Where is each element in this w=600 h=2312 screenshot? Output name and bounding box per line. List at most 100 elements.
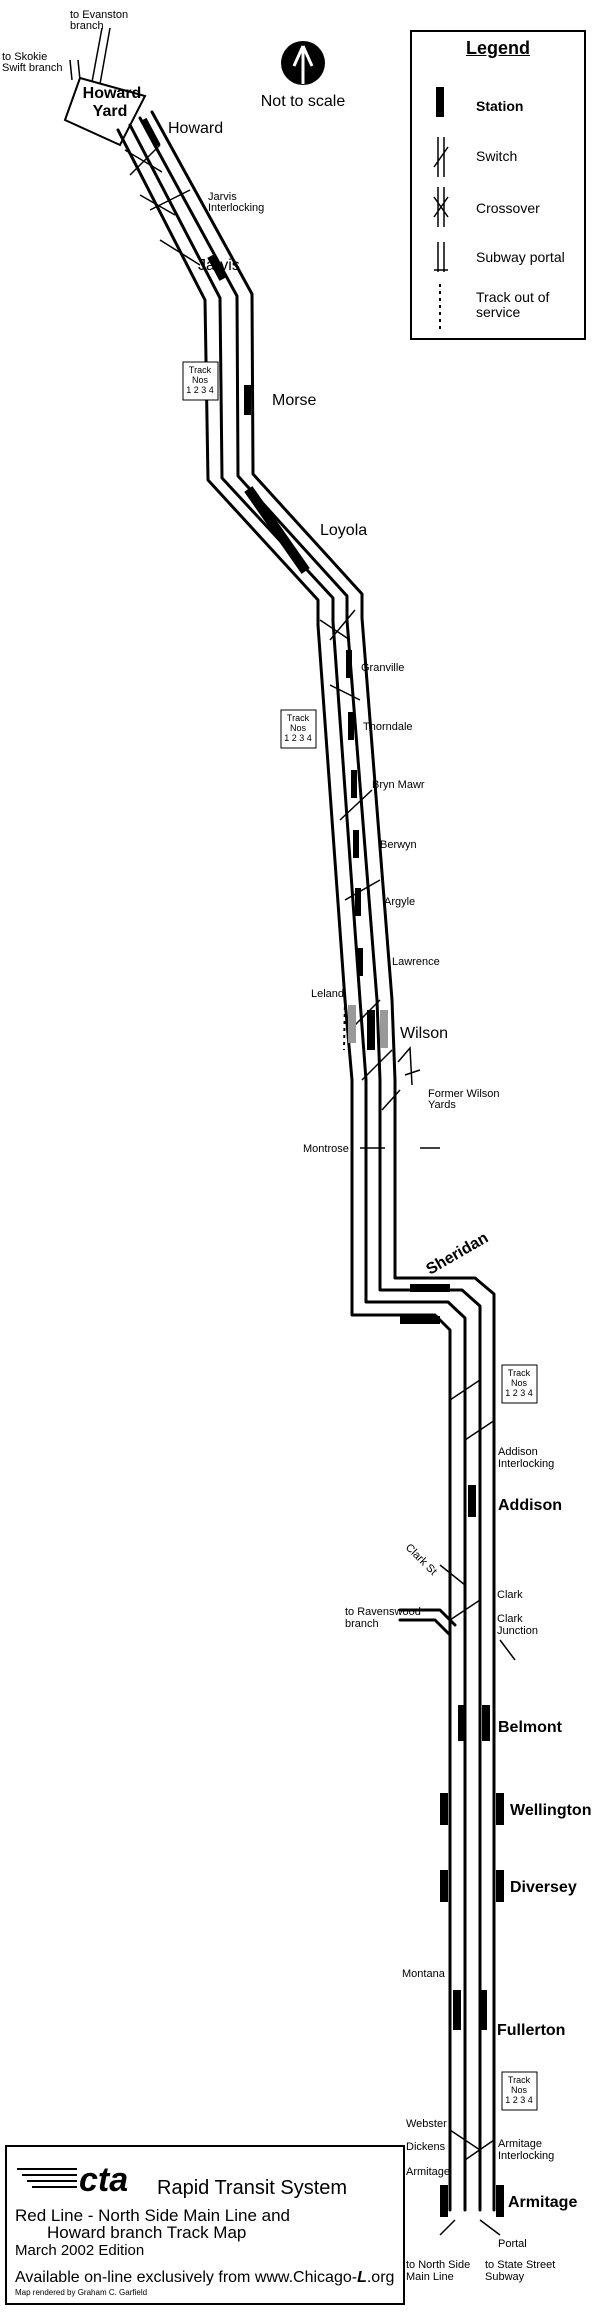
to-evanston-label-1: to Evanston	[70, 9, 128, 21]
armitage-interlocking-label-1: Armitage	[498, 2138, 542, 2150]
montana-label: Montana	[402, 1968, 446, 1980]
to-ravenswood-label-2: branch	[345, 1618, 379, 1630]
legend-item-switch: Switch	[476, 148, 518, 164]
svg-text:Nos: Nos	[511, 1378, 528, 1388]
edition-label: March 2002 Edition	[15, 2242, 145, 2259]
to-state-street-label-2: Subway	[485, 2271, 525, 2283]
legend-symbols	[433, 87, 449, 330]
svg-text:Track: Track	[287, 713, 310, 723]
ravenswood-branch-track	[398, 1608, 457, 1637]
webster-label: Webster	[406, 2118, 447, 2130]
clark-junction-line	[499, 1639, 516, 1661]
track-nos-box: Track Nos 1 2 3 4	[501, 2071, 538, 2111]
track-nos-box: Track Nos 1 2 3 4	[280, 709, 317, 749]
evanston-branch-track	[91, 27, 111, 85]
credit-text: Map rendered by Graham C. Garfield	[15, 2288, 148, 2297]
station-label-loyola: Loyola	[320, 522, 367, 539]
station-label-diversey: Diversey	[510, 1879, 577, 1896]
to-skokie-label-1: to Skokie	[2, 51, 47, 63]
svg-text:1 2 3 4: 1 2 3 4	[505, 1388, 533, 1398]
howard-yard-label-2: Yard	[93, 103, 128, 120]
station-label-lawrence: Lawrence	[392, 956, 440, 968]
station-label-argyle: Argyle	[384, 896, 415, 908]
map-title-line1: Red Line - North Side Main Line and	[15, 2206, 290, 2225]
former-wilson-yards-label-2: Yards	[428, 1099, 456, 1111]
legend-title: Legend	[465, 38, 530, 58]
leland-out-of-service-track	[343, 999, 346, 1051]
clark-label: Clark	[497, 1589, 523, 1601]
station-label-howard: Howard	[168, 120, 223, 137]
svg-text:cta: cta	[79, 2161, 128, 2199]
wilson-grey-platform	[380, 1010, 388, 1048]
track-nos-box: Track Nos 1 2 3 4	[182, 361, 219, 401]
station-label-morse: Morse	[272, 392, 317, 409]
leland-platform	[348, 1005, 356, 1043]
station-label-wellington: Wellington	[510, 1802, 591, 1819]
station-icon	[436, 87, 444, 117]
title-block: cta Rapid Transit System Red Line - Nort…	[5, 2145, 405, 2305]
station-label-granville: Granville	[361, 662, 404, 674]
station-label-armitage: Armitage	[508, 2194, 577, 2211]
available-online-text[interactable]: Available on-line exclusively from www.C…	[15, 2269, 395, 2286]
clark-st-label: Clark St	[403, 1542, 439, 1578]
clark-junction-label-2: Junction	[497, 1625, 538, 1637]
svg-text:1 2 3 4: 1 2 3 4	[186, 385, 214, 395]
legend-item-subway-portal: Subway portal	[476, 249, 565, 265]
clark-st-line	[439, 1564, 466, 1586]
switch-icon	[433, 137, 449, 177]
legend-out-of-service-line1: Track out of	[476, 289, 550, 305]
armitage-small-label: Armitage	[406, 2166, 450, 2178]
armitage-interlocking-label-2: Interlocking	[498, 2150, 554, 2162]
tracks	[116, 110, 496, 2212]
station-label-bryn-mawr: Bryn Mawr	[372, 779, 425, 791]
station-label-wilson: Wilson	[400, 1025, 448, 1042]
leland-label: Leland	[311, 988, 344, 1000]
station-label-belmont: Belmont	[498, 1719, 563, 1736]
dickens-label: Dickens	[406, 2141, 446, 2153]
jarvis-interlocking-label-1: Jarvis	[208, 191, 237, 203]
former-wilson-yards-label-1: Former Wilson	[428, 1088, 500, 1100]
svg-text:Track: Track	[508, 1368, 531, 1378]
station-label-fullerton: Fullerton	[497, 2022, 565, 2039]
jarvis-interlocking-label-2: Interlocking	[208, 202, 264, 214]
subway-portal-icon	[434, 242, 448, 272]
to-north-side-label-2: Main Line	[406, 2271, 454, 2283]
howard-yard-label-1: Howard	[83, 85, 142, 102]
to-skokie-label-2: Swift branch	[2, 62, 63, 74]
to-evanston-label-2: branch	[70, 20, 104, 32]
portal-lines	[439, 2219, 501, 2236]
station-label-jarvis: Jarvis	[198, 257, 240, 274]
track-nos-box: Track Nos 1 2 3 4	[501, 1364, 538, 1404]
montrose-label: Montrose	[303, 1143, 349, 1155]
svg-text:Nos: Nos	[511, 2085, 528, 2095]
north-arrow-icon	[281, 41, 325, 85]
legend: Legend Station Switch Crossover Subway p…	[410, 30, 586, 340]
legend-item-station: Station	[476, 98, 524, 114]
map-title-line2: Howard branch Track Map	[47, 2223, 247, 2242]
crossover-icon	[433, 187, 449, 227]
svg-text:1 2 3 4: 1 2 3 4	[505, 2095, 533, 2105]
station-label-sheridan: Sheridan	[424, 1230, 492, 1279]
skokie-branch-track	[69, 59, 81, 81]
to-state-street-label-1: to State Street	[485, 2259, 555, 2271]
legend-item-out-of-service: Track out of service	[476, 290, 549, 320]
svg-text:1 2 3 4: 1 2 3 4	[284, 733, 312, 743]
station-label-berwyn: Berwyn	[380, 839, 417, 851]
station-label-addison: Addison	[498, 1497, 562, 1514]
cta-logo: cta	[17, 2161, 128, 2199]
svg-text:Track: Track	[189, 365, 212, 375]
svg-text:Nos: Nos	[290, 723, 307, 733]
legend-out-of-service-line2: service	[476, 304, 521, 320]
station-label-thorndale: Thorndale	[363, 721, 413, 733]
brand-name: Rapid Transit System	[157, 2177, 348, 2199]
to-ravenswood-label-1: to Ravenswood	[345, 1606, 421, 1618]
not-to-scale-label: Not to scale	[261, 93, 346, 110]
howard-yard: Howard Yard	[63, 76, 147, 147]
to-north-side-label-1: to North Side	[406, 2259, 470, 2271]
station-bars	[140, 117, 504, 2217]
portal-label: Portal	[498, 2238, 527, 2250]
svg-text:Nos: Nos	[192, 375, 209, 385]
legend-item-crossover: Crossover	[476, 200, 540, 216]
clark-junction-label-1: Clark	[497, 1613, 523, 1625]
